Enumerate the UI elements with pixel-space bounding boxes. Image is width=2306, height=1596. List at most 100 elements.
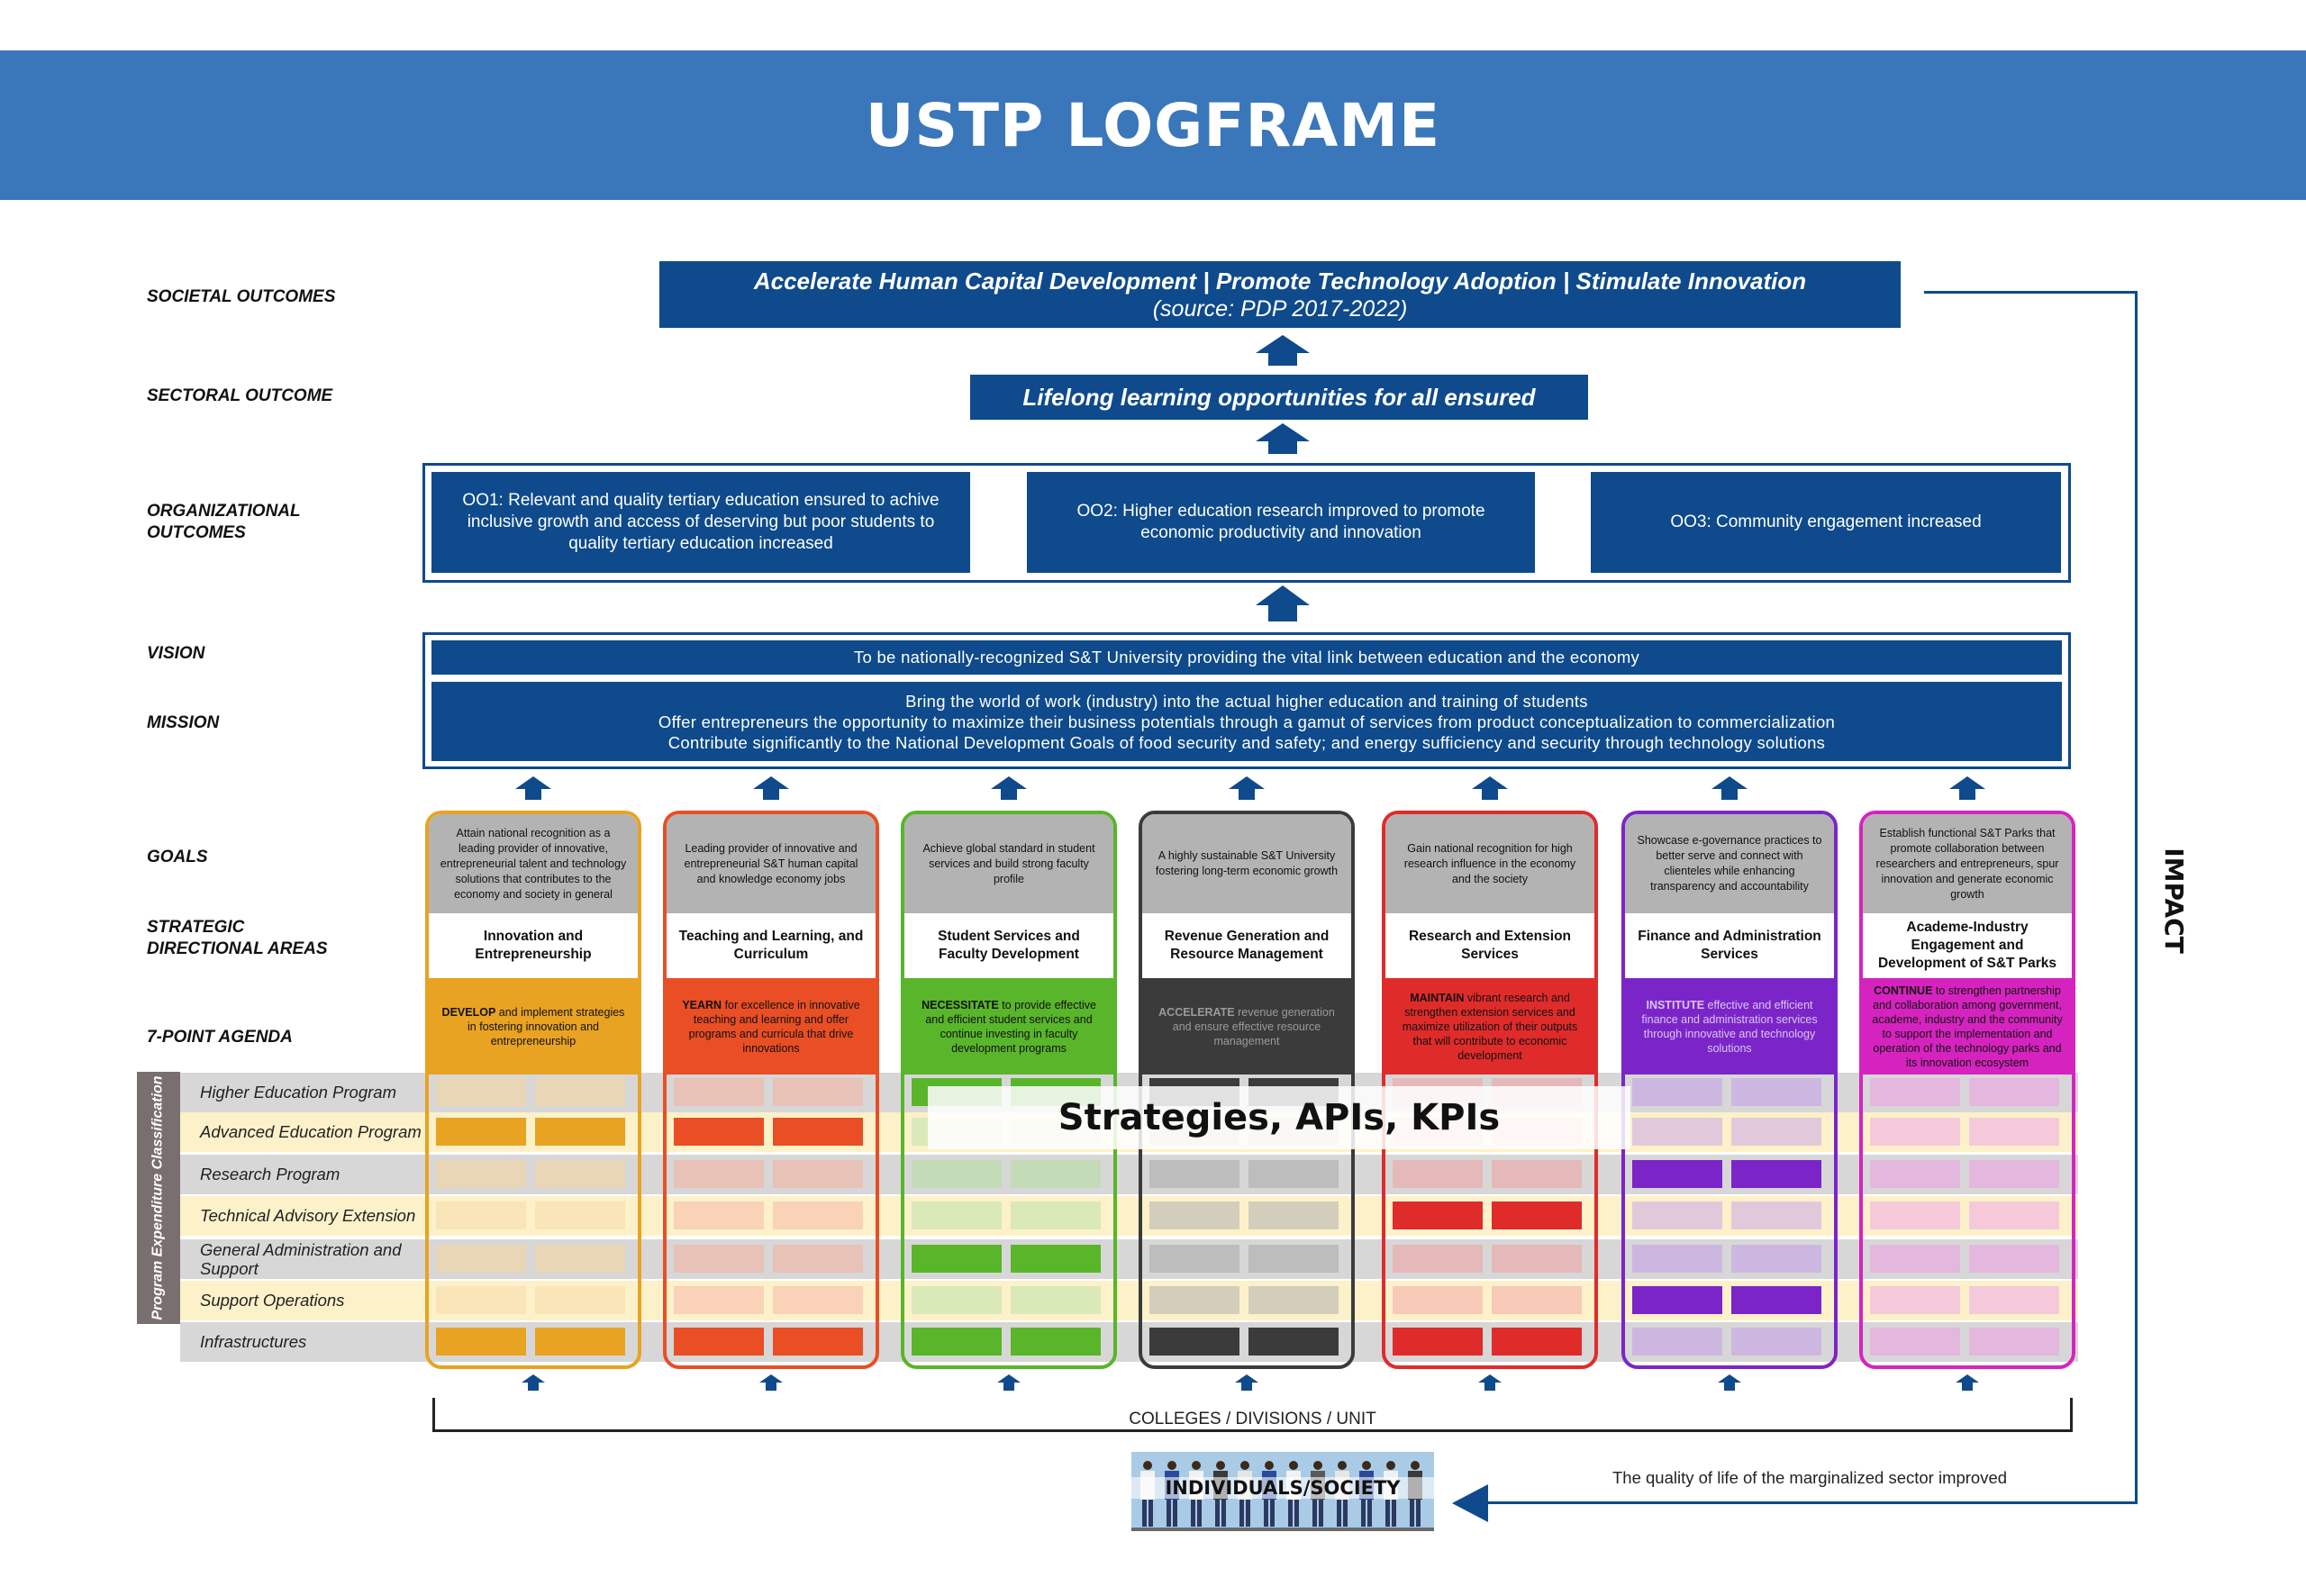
program-label: Technical Advisory Extension — [200, 1206, 416, 1225]
program-cell — [773, 1078, 863, 1106]
vision-text: To be nationally-recognized S&T Universi… — [431, 640, 2062, 675]
arrow-up-icon — [1956, 1374, 1979, 1391]
label-organizational-outcomes: ORGANIZATIONAL OUTCOMES — [147, 502, 301, 542]
arrow-up-icon — [759, 1374, 783, 1391]
label-sectoral-outcome: SECTORAL OUTCOME — [147, 386, 333, 405]
organizational-outcome-2: OO2: Higher education research improved … — [1027, 472, 1535, 573]
agenda-description: vibrant research and strengthen extensio… — [1402, 991, 1578, 1062]
impact-line-bottom — [1486, 1501, 2138, 1504]
program-cell — [535, 1078, 625, 1106]
program-cell — [1870, 1160, 1960, 1188]
mission-box: Bring the world of work (industry) into … — [431, 682, 2062, 761]
program-label: General Administration and Support — [200, 1240, 402, 1278]
program-cell — [912, 1328, 1002, 1356]
program-cell — [674, 1118, 764, 1146]
program-cell — [1149, 1202, 1239, 1229]
arrow-up-icon — [1229, 776, 1265, 800]
program-cell — [773, 1160, 863, 1188]
program-cell — [1731, 1118, 1821, 1146]
program-cell — [1632, 1286, 1722, 1314]
program-cell — [436, 1328, 526, 1356]
program-cell — [1248, 1160, 1339, 1188]
program-cell — [1149, 1245, 1239, 1273]
program-label: Advanced Education Program — [200, 1122, 422, 1141]
strategic-directional-area: Finance and Administration Services — [1625, 913, 1834, 978]
arrow-up-icon — [1256, 335, 1310, 366]
program-cell — [436, 1118, 526, 1146]
agenda-keyword: MAINTAIN — [1410, 991, 1465, 1004]
program-cell — [1492, 1245, 1582, 1273]
program-cell — [1149, 1160, 1239, 1188]
program-cell — [1248, 1202, 1339, 1229]
strategic-directional-area: Innovation and Entrepreneurship — [429, 913, 638, 978]
program-cell — [1731, 1202, 1821, 1229]
program-label: Higher Education Program — [200, 1083, 396, 1102]
program-cell — [1492, 1328, 1582, 1356]
program-classification-bar: Program Expenditure Classification — [137, 1072, 180, 1324]
agenda-paragraph: NECESSITATE to provide effective and eff… — [913, 998, 1104, 1056]
program-cell — [436, 1286, 526, 1314]
agenda-paragraph: INSTITUTE effective and efficient financ… — [1634, 998, 1825, 1056]
colleges-label: COLLEGES / DIVISIONS / UNIT — [1129, 1410, 1376, 1428]
program-cell — [773, 1202, 863, 1229]
program-cell — [1870, 1202, 1960, 1229]
agenda-description: to provide effective and efficient stude… — [925, 998, 1096, 1055]
program-label: Support Operations — [200, 1291, 345, 1310]
program-cell — [535, 1328, 625, 1356]
page-title: USTP LOGFRAME — [865, 90, 1441, 160]
strategic-directional-area: Research and Extension Services — [1385, 913, 1594, 978]
program-cell — [1632, 1160, 1722, 1188]
program-cell — [1969, 1118, 2059, 1146]
program-cell — [1393, 1160, 1483, 1188]
agenda-text: ACCELERATE revenue generation and ensure… — [1142, 978, 1351, 1075]
agenda-paragraph: YEARN for excellence in innovative teach… — [676, 998, 867, 1056]
agenda-text: YEARN for excellence in innovative teach… — [667, 978, 876, 1075]
program-cell — [1870, 1078, 1960, 1106]
program-cell — [1393, 1328, 1483, 1356]
goal-text: Establish functional S&T Parks that prom… — [1863, 814, 2072, 913]
program-cell — [1011, 1245, 1101, 1273]
program-cell — [535, 1245, 625, 1273]
goal-column: Gain national recognition for high resea… — [1382, 811, 1598, 1369]
agenda-keyword: YEARN — [682, 998, 722, 1011]
agenda-description: effective and efficient finance and admi… — [1641, 998, 1818, 1055]
program-cell — [1393, 1245, 1483, 1273]
program-cell — [1149, 1286, 1239, 1314]
program-cell — [773, 1245, 863, 1273]
societal-outcome-box: Accelerate Human Capital Development | P… — [659, 261, 1901, 328]
goal-text: Gain national recognition for high resea… — [1385, 814, 1594, 913]
program-cell — [1248, 1245, 1339, 1273]
program-cell — [1870, 1118, 1960, 1146]
arrow-up-icon — [1472, 776, 1508, 800]
program-cell — [436, 1245, 526, 1273]
program-cell — [1731, 1078, 1821, 1106]
mission-line-1: Bring the world of work (industry) into … — [905, 691, 1588, 711]
program-cell — [436, 1078, 526, 1106]
goal-text: Showcase e-governance practices to bette… — [1625, 814, 1834, 913]
program-cell — [773, 1118, 863, 1146]
label-7-point-agenda: 7-POINT AGENDA — [147, 1028, 293, 1047]
organizational-outcome-3: OO3: Community engagement increased — [1591, 472, 2061, 573]
agenda-text: INSTITUTE effective and efficient financ… — [1625, 978, 1834, 1075]
strategies-apis-kpis-label: Strategies, APIs, KPIs — [928, 1086, 1630, 1149]
program-cell — [1632, 1202, 1722, 1229]
goal-column: Showcase e-governance practices to bette… — [1621, 811, 1838, 1369]
goal-text: Achieve global standard in student servi… — [904, 814, 1113, 913]
goal-column: Achieve global standard in student servi… — [901, 811, 1117, 1369]
agenda-description: revenue generation and ensure effective … — [1172, 1005, 1335, 1047]
goal-column: A highly sustainable S&T University fost… — [1139, 811, 1355, 1369]
agenda-text: DEVELOP and implement strategies in fost… — [429, 978, 638, 1075]
arrow-up-icon — [991, 776, 1027, 800]
agenda-keyword: CONTINUE — [1874, 984, 1933, 997]
agenda-keyword: INSTITUTE — [1646, 998, 1705, 1011]
program-cell — [674, 1160, 764, 1188]
program-cell — [1870, 1245, 1960, 1273]
program-classification-label: Program Expenditure Classification — [150, 1075, 166, 1320]
program-cell — [1011, 1202, 1101, 1229]
societal-outcome-source: (source: PDP 2017-2022) — [1152, 296, 1408, 322]
goal-text: Attain national recognition as a leading… — [429, 814, 638, 913]
agenda-description: and implement strategies in fostering in… — [468, 1005, 625, 1047]
goal-column: Establish functional S&T Parks that prom… — [1859, 811, 2075, 1369]
agenda-paragraph: ACCELERATE revenue generation and ensure… — [1151, 1005, 1342, 1048]
program-cell — [1492, 1160, 1582, 1188]
